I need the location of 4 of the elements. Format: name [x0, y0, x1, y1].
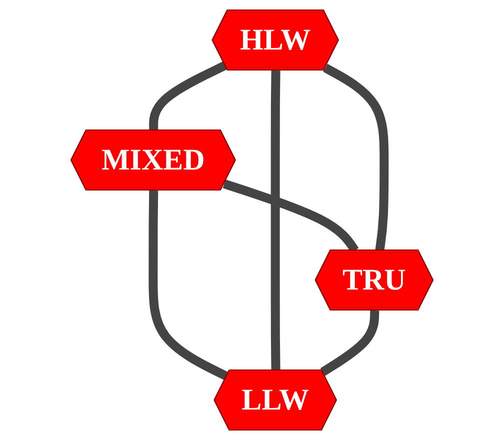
connector	[270, 70, 280, 371]
connector	[148, 190, 229, 380]
connector	[149, 61, 228, 131]
connector	[323, 64, 389, 252]
